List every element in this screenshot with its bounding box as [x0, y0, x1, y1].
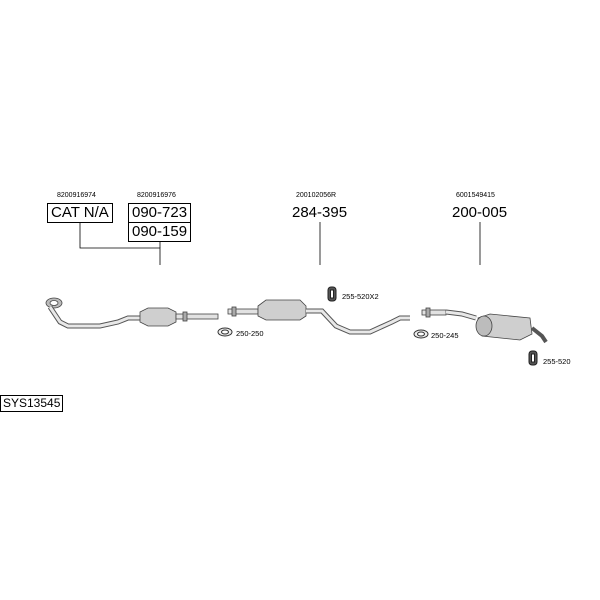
- clamp2-label[interactable]: 250-245: [431, 331, 459, 340]
- clamp-250-250-icon: [217, 327, 233, 337]
- rear-oem-number: 6001549415: [456, 192, 495, 199]
- rear-muffler-part: [421, 307, 548, 344]
- middle-oem-number: 200102056R: [296, 192, 337, 199]
- leader-line-front: [79, 222, 161, 265]
- clamp-250-245-icon: [413, 329, 429, 339]
- middle-muffler-part: [227, 299, 410, 335]
- hanger-255-520-icon: [528, 350, 538, 366]
- front-pipe-part-code[interactable]: 090-723: [128, 203, 192, 223]
- middle-part-code[interactable]: 284-395: [292, 204, 348, 221]
- front-pipe-part-code-2[interactable]: 090-159: [128, 222, 192, 242]
- cat-oem-number: 8200916974: [57, 192, 96, 199]
- front-pipe-oem-number: 8200916976: [137, 192, 176, 199]
- hanger-255-520x2-icon: [327, 286, 337, 302]
- cat-part-code[interactable]: CAT N/A: [47, 203, 113, 223]
- rear-part-code[interactable]: 200-005: [452, 204, 508, 221]
- hanger1-label[interactable]: 255-520X2: [342, 292, 379, 301]
- hanger2-label[interactable]: 255-520: [543, 357, 571, 366]
- system-code-label: SYS13545: [0, 395, 64, 412]
- clamp1-label[interactable]: 250-250: [236, 329, 264, 338]
- front-pipe-part: [45, 297, 219, 329]
